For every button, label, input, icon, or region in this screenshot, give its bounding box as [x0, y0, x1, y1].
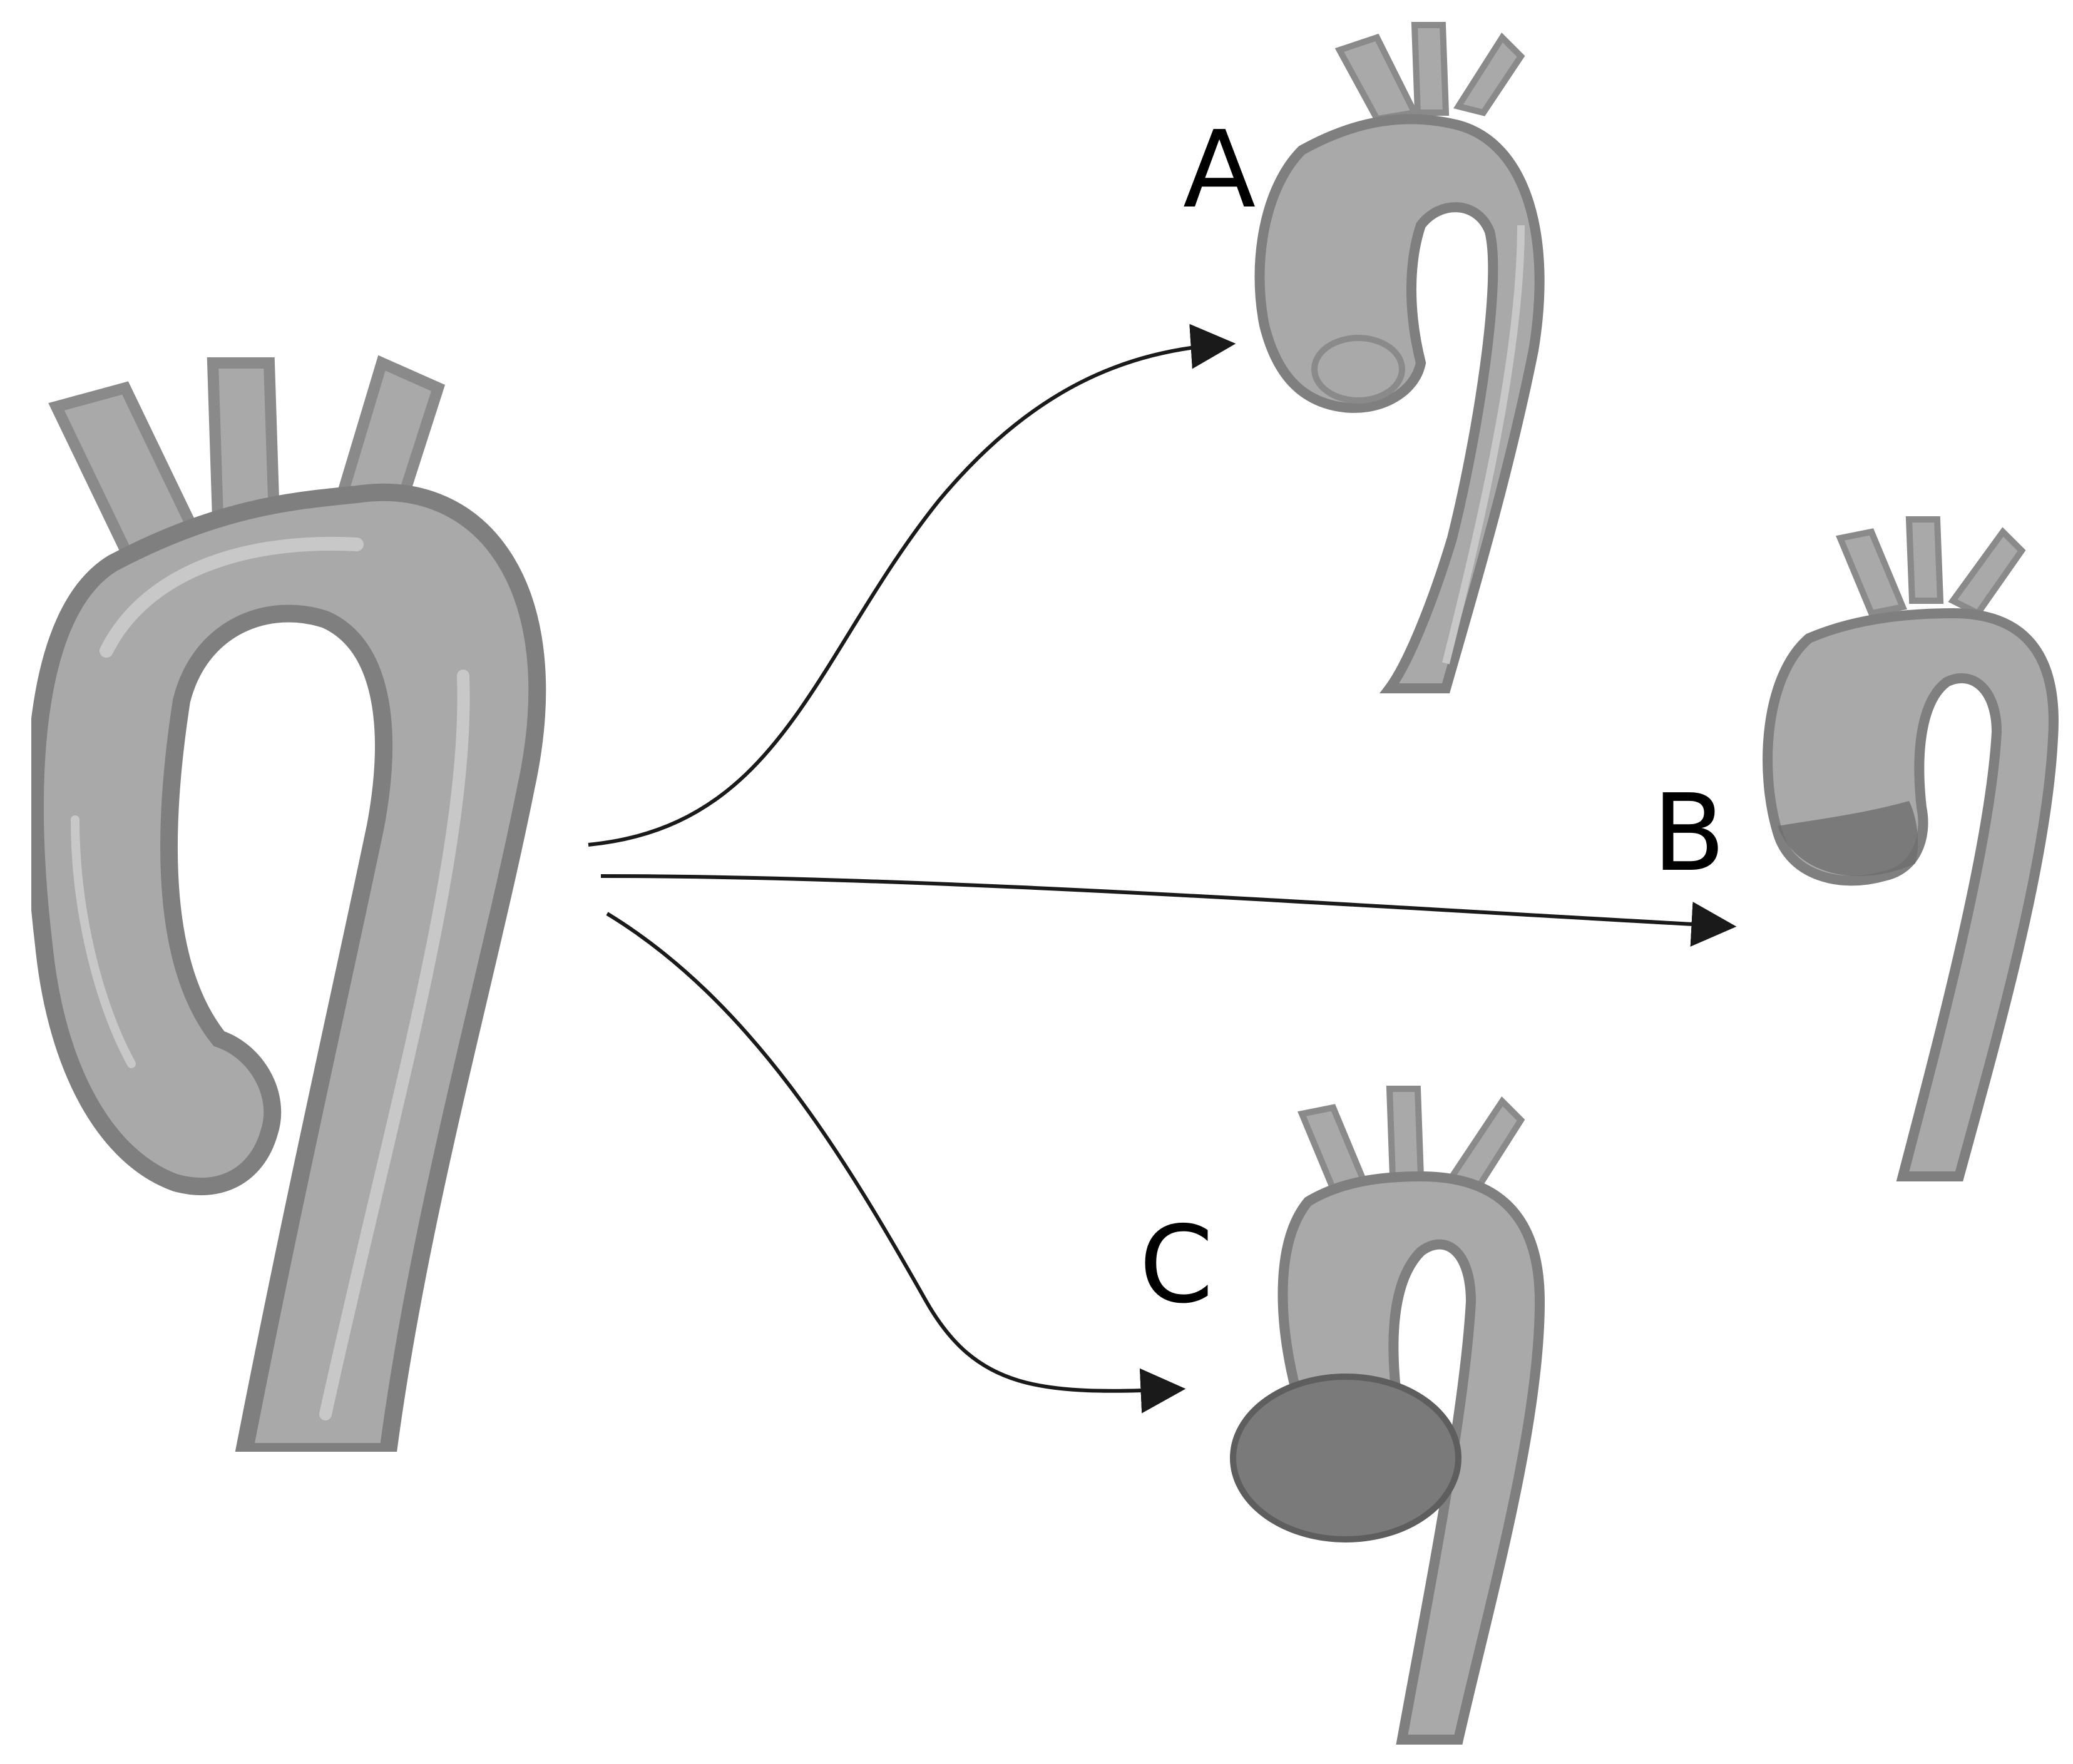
variant-b-aorta-icon — [1763, 516, 2059, 1181]
arrow-to-a — [588, 324, 1236, 847]
main-aorta-icon — [35, 363, 537, 1452]
label-b: B — [1652, 772, 1726, 895]
variant-a-aorta-icon — [1254, 22, 1545, 693]
arrow-to-c — [606, 912, 1186, 1414]
arrow-to-b — [600, 874, 1737, 947]
label-a: A — [1183, 108, 1256, 232]
aneurysm-bulge — [1230, 1374, 1461, 1542]
variant-c-aorta-icon — [1230, 1086, 1545, 1745]
label-c: C — [1139, 1203, 1214, 1327]
